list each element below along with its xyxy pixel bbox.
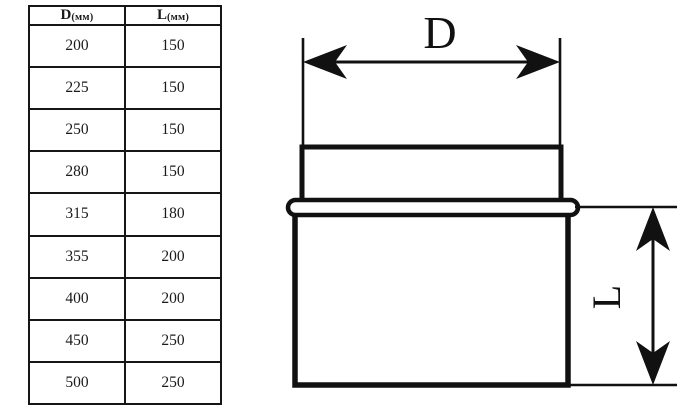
- column-header-d-symbol: D: [60, 7, 72, 23]
- column-header-l-symbol: L: [156, 7, 167, 23]
- table-header-row: D(мм) L(мм): [28, 5, 222, 26]
- cell-d: 500: [28, 360, 126, 406]
- dimension-label-d: D: [423, 7, 456, 58]
- cell-l: 150: [124, 150, 222, 195]
- dimension-table-container: D(мм) L(мм) 200 150 225 150 250 150 280 …: [28, 5, 222, 406]
- column-header-d-unit: (мм): [71, 12, 94, 23]
- column-header-l: L(мм): [124, 5, 222, 26]
- cell-d: 225: [28, 66, 126, 111]
- cell-d: 200: [28, 23, 126, 69]
- table-row: 200 150: [28, 23, 222, 69]
- table-row: 250 150: [28, 108, 222, 153]
- cell-l: 180: [124, 192, 222, 237]
- table-body: 200 150 225 150 250 150 280 150 315 180 …: [28, 23, 222, 406]
- cell-d: 315: [28, 192, 126, 237]
- dimension-label-l: L: [584, 285, 629, 309]
- cell-d: 450: [28, 318, 126, 363]
- cell-d: 250: [28, 108, 126, 153]
- cell-l: 200: [124, 276, 222, 321]
- cell-d: 280: [28, 150, 126, 195]
- cell-l: 150: [124, 108, 222, 153]
- column-header-d: D(мм): [28, 5, 126, 26]
- table-row: 450 250: [28, 318, 222, 363]
- arrowhead-l-top-icon: [636, 207, 670, 251]
- sealing-ring: [285, 197, 581, 218]
- table-row: 500 250: [28, 360, 222, 406]
- pipe-socket-drawing: D L: [255, 0, 700, 418]
- arrowhead-d-left-icon: [303, 45, 347, 79]
- column-header-l-unit: (мм): [166, 12, 190, 23]
- arrowhead-d-right-icon: [516, 45, 560, 79]
- arrowhead-l-bottom-icon: [636, 341, 670, 385]
- table-row: 355 200: [28, 234, 222, 279]
- table-row: 225 150: [28, 66, 222, 111]
- cell-l: 150: [124, 66, 222, 111]
- cell-l: 200: [124, 234, 222, 279]
- cell-l: 150: [124, 23, 222, 69]
- cell-d: 355: [28, 234, 126, 279]
- table-header: D(мм) L(мм): [28, 5, 222, 26]
- cell-d: 400: [28, 276, 126, 321]
- cell-l: 250: [124, 318, 222, 363]
- table-row: 315 180: [28, 192, 222, 237]
- table-row: 280 150: [28, 150, 222, 195]
- pipe-lower-body: [292, 202, 571, 388]
- dimension-table: D(мм) L(мм) 200 150 225 150 250 150 280 …: [28, 5, 222, 406]
- table-row: 400 200: [28, 276, 222, 321]
- cell-l: 250: [124, 360, 222, 406]
